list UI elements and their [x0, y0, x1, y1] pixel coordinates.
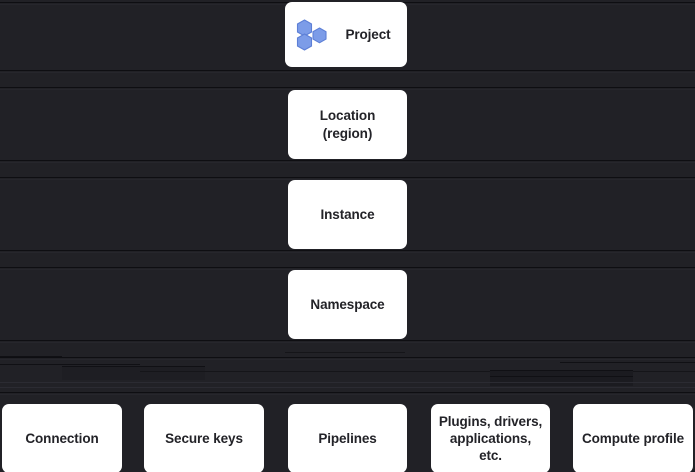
node-label: Location(region)	[319, 108, 376, 141]
node-connection[interactable]: Connection	[2, 404, 122, 472]
connector-line	[285, 352, 405, 353]
node-project[interactable]: Project	[285, 2, 407, 67]
background-band	[0, 252, 695, 253]
node-plugins[interactable]: Plugins, drivers,applications, etc.	[431, 404, 550, 472]
node-label: Compute profile	[582, 430, 684, 446]
node-secure-keys[interactable]: Secure keys	[144, 404, 264, 472]
background-band	[0, 340, 695, 341]
connector-line	[140, 371, 695, 372]
connector-line	[0, 364, 140, 365]
connector-line	[0, 387, 695, 388]
connector-line	[62, 366, 205, 367]
background-band	[0, 359, 695, 360]
node-namespace[interactable]: Namespace	[288, 270, 407, 339]
connector-line	[490, 370, 633, 386]
background-band	[0, 72, 695, 73]
node-compute-profile[interactable]: Compute profile	[573, 404, 693, 472]
connector-line	[0, 356, 62, 357]
background-band	[0, 70, 695, 71]
background-band	[0, 162, 695, 163]
background-band	[0, 342, 695, 343]
background-band	[0, 392, 695, 393]
background-band	[0, 177, 695, 178]
node-label: Instance	[320, 206, 375, 222]
node-location[interactable]: Location(region)	[288, 90, 407, 159]
node-instance[interactable]: Instance	[288, 180, 407, 249]
connector-line	[560, 362, 695, 363]
node-label: Secure keys	[165, 430, 243, 446]
node-label: Project	[345, 26, 391, 42]
background-band	[0, 394, 695, 395]
node-label: Namespace	[310, 296, 385, 312]
node-pipelines[interactable]: Pipelines	[288, 404, 407, 472]
background-band	[0, 357, 695, 358]
background-band	[0, 160, 695, 161]
hexagon-cluster-icon	[297, 18, 328, 51]
background-band	[0, 87, 695, 88]
connector-line	[62, 366, 205, 380]
background-band	[0, 250, 695, 251]
node-label: Connection	[25, 430, 99, 446]
connector-line	[490, 376, 633, 377]
connector-line	[490, 370, 633, 371]
node-label: Plugins, drivers,applications, etc.	[438, 413, 543, 464]
background-band	[0, 267, 695, 268]
connector-line	[0, 382, 695, 383]
node-label: Pipelines	[318, 430, 377, 446]
